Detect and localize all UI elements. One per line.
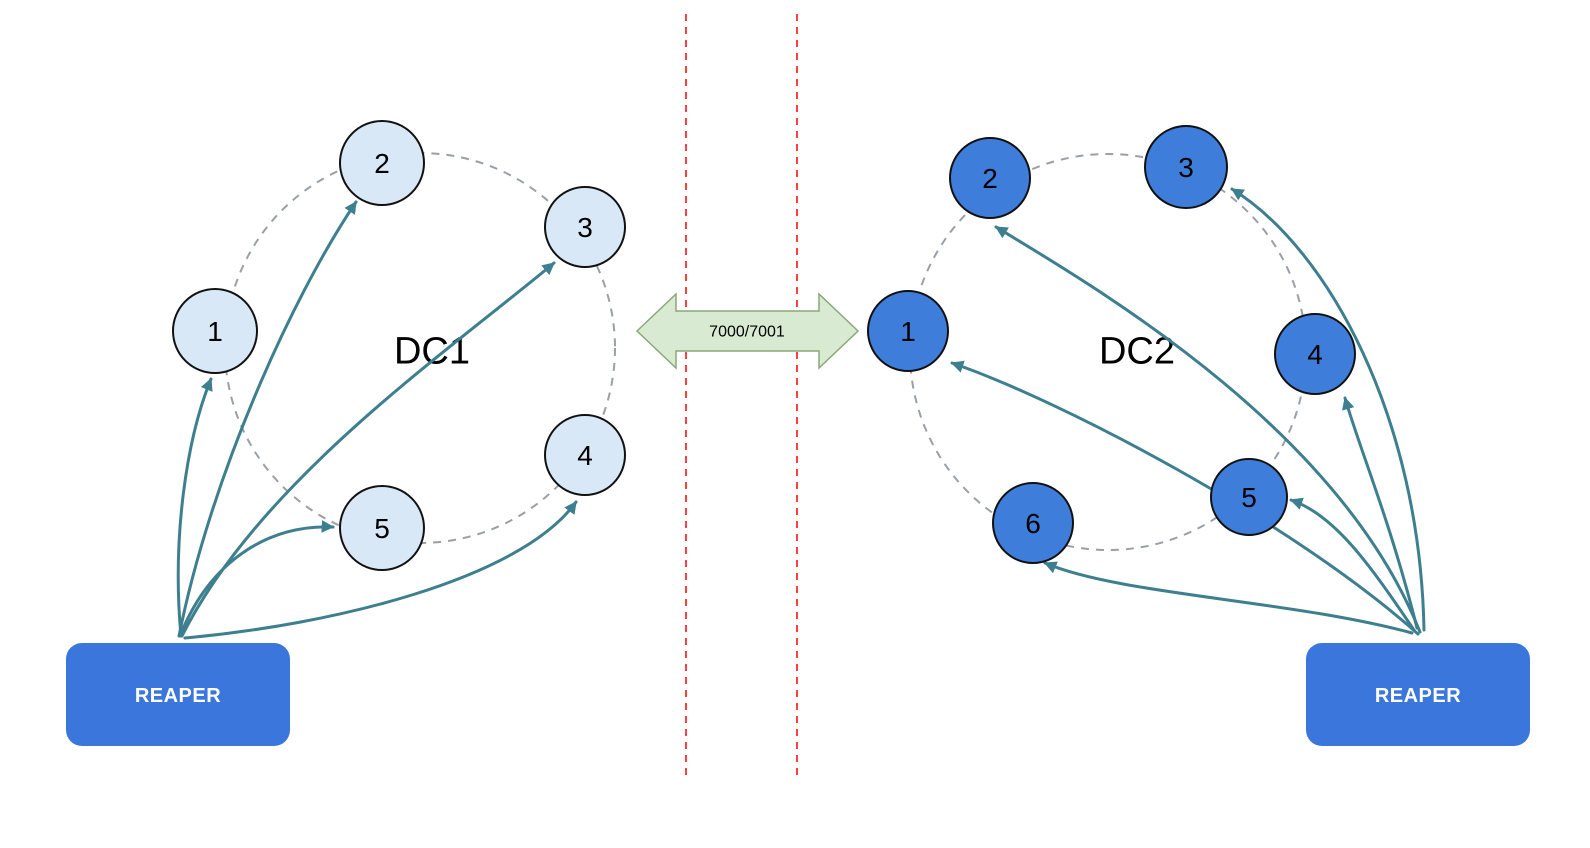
dc1-node-1: 1 xyxy=(172,288,258,374)
inter-dc-link: 7000/7001 xyxy=(635,292,860,370)
dc1-node-2-circle xyxy=(339,120,425,206)
arrow-dc2-reaper-to-node3 xyxy=(1230,187,1426,632)
dc1-cluster: DC1 1 2 3 xyxy=(66,120,626,746)
arrow-dc2-reaper-to-node5 xyxy=(1289,497,1416,632)
dc1-node-1-circle xyxy=(172,288,258,374)
dc1-node-3-circle xyxy=(544,186,626,268)
dc2-node-6-circle xyxy=(992,482,1074,564)
dc2-node-1-circle xyxy=(867,290,949,372)
dc1-node-5-circle xyxy=(339,485,425,571)
dc1-reaper-box xyxy=(66,643,290,746)
dc2-node-3-circle xyxy=(1144,125,1228,209)
dc2-reaper-label: REAPER xyxy=(1375,685,1461,707)
dc1-node-3: 3 xyxy=(544,186,626,268)
arrow-dc1-reaper-to-node2 xyxy=(177,200,358,638)
dc2-label: DC2 xyxy=(1099,330,1175,372)
inter-dc-link-label: 7000/7001 xyxy=(709,324,785,341)
arrow-dc1-reaper-to-node5 xyxy=(178,520,335,638)
arrow-dc2-reaper-to-node1 xyxy=(950,360,1420,636)
dc2-reaper-arrows xyxy=(950,187,1426,636)
dc1-label: DC1 xyxy=(394,330,470,372)
arrow-dc2-reaper-to-node2 xyxy=(994,225,1422,634)
dc2-node-4-label: 4 xyxy=(1307,339,1323,370)
dc2-node-5-label: 5 xyxy=(1241,482,1257,513)
dc2-reaper: REAPER xyxy=(1306,643,1530,746)
dc2-node-2-circle xyxy=(949,137,1031,219)
arrow-dc1-reaper-to-node4 xyxy=(183,500,578,640)
dc2-node-4: 4 xyxy=(1274,313,1356,395)
dc1-node-2-label: 2 xyxy=(374,148,390,179)
dc2-reaper-box xyxy=(1306,643,1530,746)
dc2-node-3: 3 xyxy=(1144,125,1228,209)
dc1-node-1-label: 1 xyxy=(207,316,223,347)
arrow-dc2-reaper-to-node6 xyxy=(1043,561,1414,635)
dc1-node-4-label: 4 xyxy=(577,440,593,471)
dc2-node-1: 1 xyxy=(867,290,949,372)
inter-dc-link-arrow xyxy=(635,292,860,370)
dc2-node-2-label: 2 xyxy=(982,163,998,194)
dc2-node-6-label: 6 xyxy=(1025,508,1041,539)
dc1-node-2: 2 xyxy=(339,120,425,206)
dc2-node-5: 5 xyxy=(1210,458,1288,536)
dc1-reaper-arrows xyxy=(176,200,578,640)
dc2-node-1-label: 1 xyxy=(900,316,916,347)
dc1-reaper: REAPER xyxy=(66,643,290,746)
dc2-node-3-label: 3 xyxy=(1178,152,1194,183)
dc2-node-5-circle xyxy=(1210,458,1288,536)
dc2-cluster: DC2 1 2 3 xyxy=(867,125,1530,746)
arrow-dc2-reaper-to-node4 xyxy=(1342,396,1419,630)
dc1-reaper-label: REAPER xyxy=(135,685,221,707)
dc1-node-3-label: 3 xyxy=(577,212,593,243)
dc1-node-5: 5 xyxy=(339,485,425,571)
dc1-node-4: 4 xyxy=(544,414,626,496)
arrow-dc1-reaper-to-node1 xyxy=(176,377,213,638)
dc1-node-5-label: 5 xyxy=(374,513,390,544)
dc1-node-4-circle xyxy=(544,414,626,496)
dc2-node-6: 6 xyxy=(992,482,1074,564)
dc2-node-4-circle xyxy=(1274,313,1356,395)
dc2-node-2: 2 xyxy=(949,137,1031,219)
